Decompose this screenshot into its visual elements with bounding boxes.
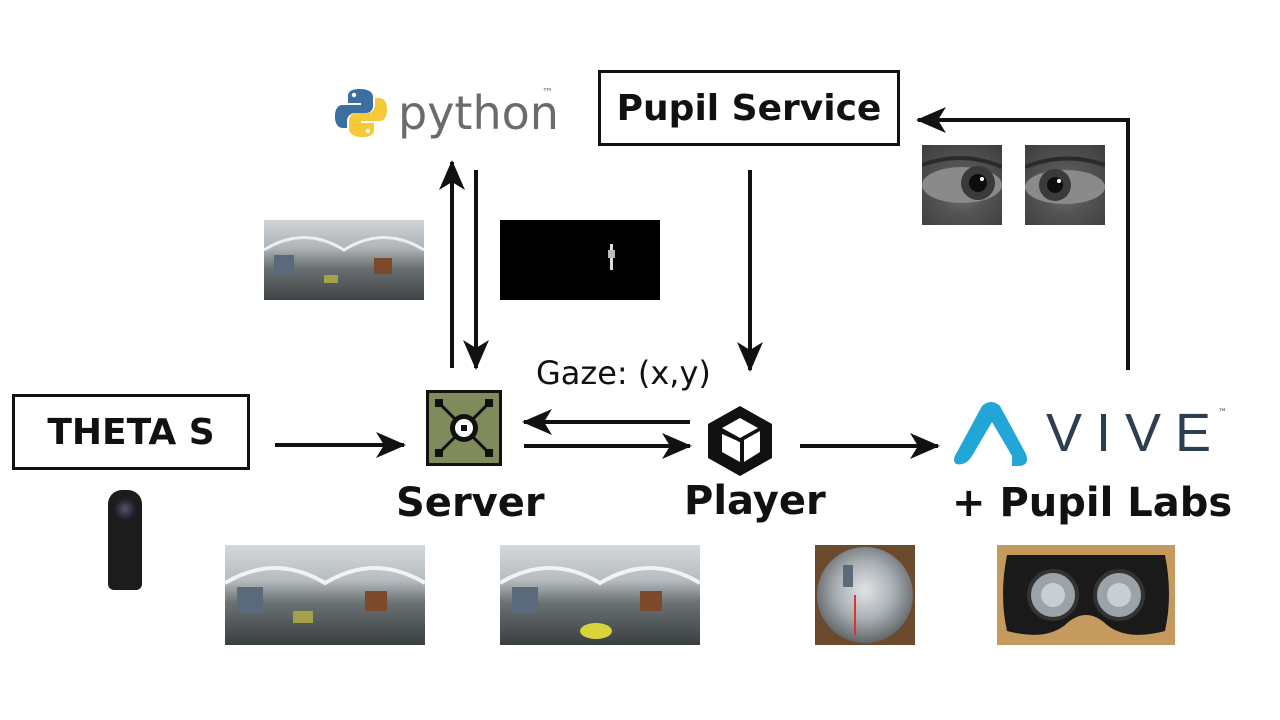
- server-label: Server: [396, 480, 545, 526]
- eye-image-left: [922, 145, 1002, 225]
- python-logo-icon: [335, 89, 387, 137]
- theta-s-label: THETA S: [47, 411, 215, 453]
- python-logo: python ™: [334, 84, 564, 144]
- gaze-mask-image: [500, 220, 660, 300]
- theta-camera-icon: [108, 490, 142, 590]
- headset-lenses-image: [997, 545, 1175, 645]
- python-wordmark: python: [398, 86, 559, 140]
- panorama-image-small: [264, 220, 424, 300]
- pupil-service-box: Pupil Service: [598, 70, 900, 146]
- arrow-vive-to-pupil: [916, 107, 1130, 370]
- vive-logo-icon: [954, 402, 1027, 466]
- fisheye-image: [815, 545, 915, 645]
- gaze-label: Gaze: (x,y): [536, 354, 711, 392]
- unity-logo-icon: [700, 400, 780, 480]
- player-label: Player: [684, 478, 826, 524]
- python-trademark: ™: [542, 86, 553, 99]
- eye-image-right: [1025, 145, 1105, 225]
- vive-trademark: ™: [1218, 408, 1227, 418]
- panorama-image-raw: [225, 545, 425, 645]
- vive-wordmark: VIVE: [1046, 403, 1226, 463]
- vive-logo: VIVE ™: [952, 400, 1232, 470]
- panorama-image-gaze: [500, 545, 700, 645]
- theta-s-box: THETA S: [12, 394, 250, 470]
- pupil-labs-label: + Pupil Labs: [952, 480, 1233, 526]
- pupil-service-label: Pupil Service: [616, 87, 882, 129]
- server-hub-icon: [426, 390, 502, 466]
